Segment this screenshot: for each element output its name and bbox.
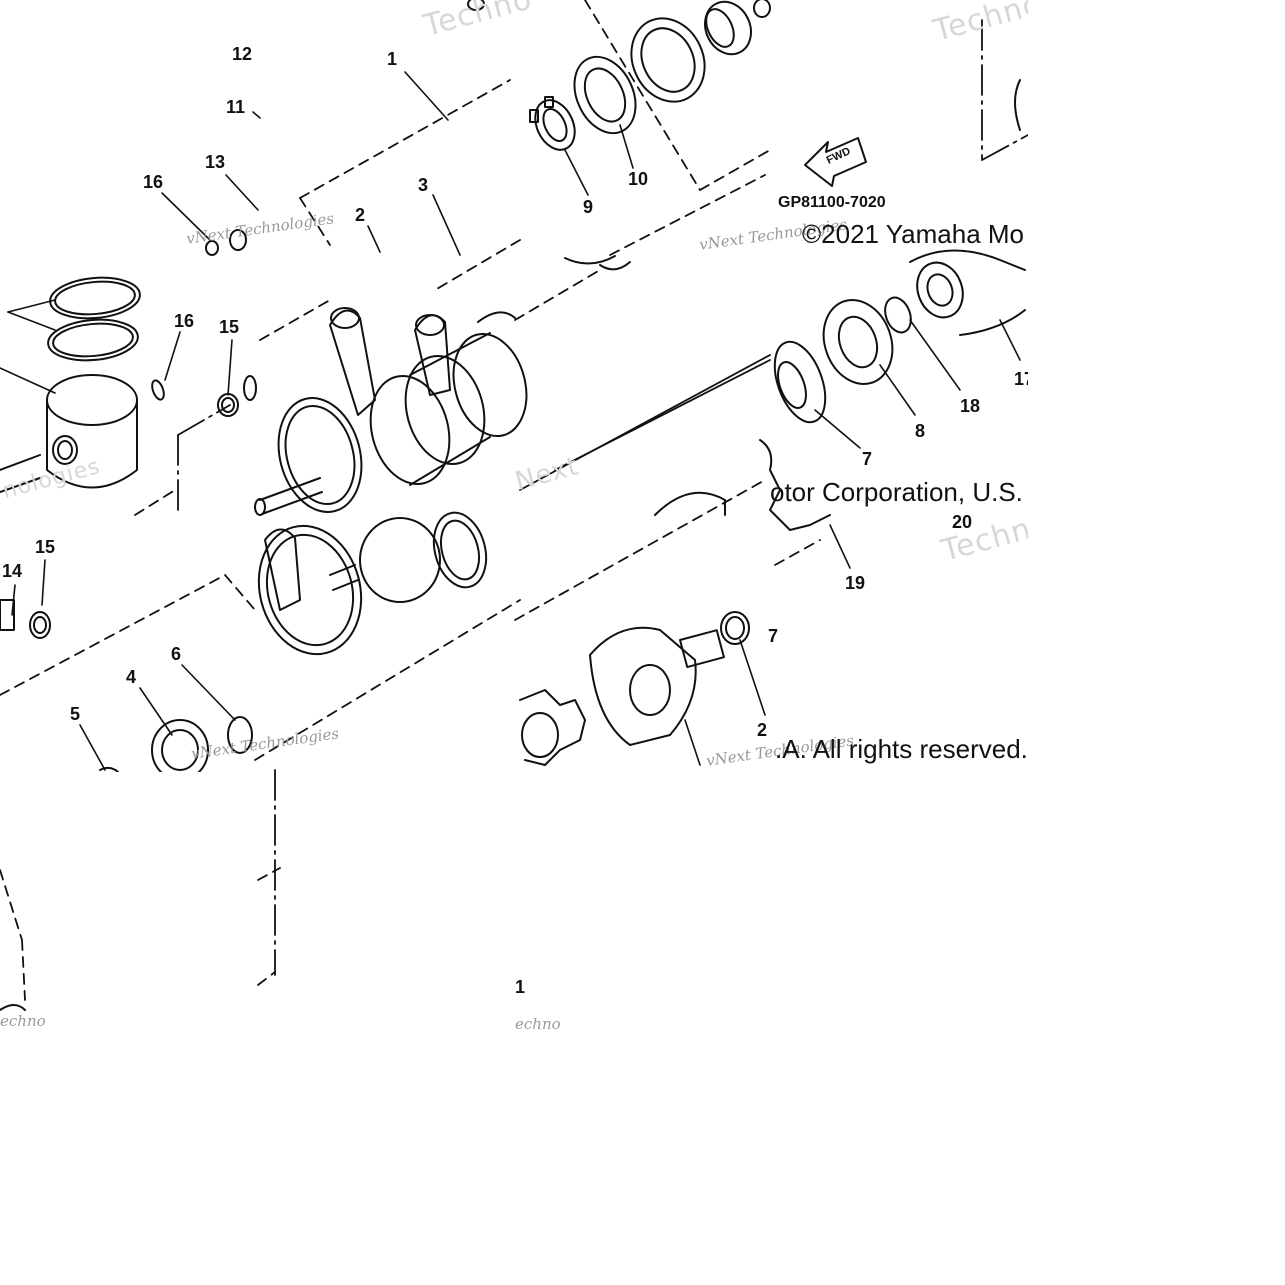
callout-16: 16 bbox=[174, 311, 195, 331]
callout-12: 12 bbox=[232, 44, 253, 64]
callout-3: 3 bbox=[418, 175, 429, 195]
crankshaft bbox=[254, 307, 528, 656]
frame-lines bbox=[177, 19, 1029, 976]
callout-5: 5 bbox=[70, 704, 81, 724]
callout-13: 13 bbox=[205, 152, 226, 172]
callout-2: 2 bbox=[757, 720, 768, 740]
callout-20: 20 bbox=[952, 512, 973, 532]
assembly-dashed-lines bbox=[0, 0, 821, 1001]
fwd-arrow-icon bbox=[804, 137, 867, 187]
shaft-lines bbox=[519, 354, 771, 491]
watermark-small: echno bbox=[515, 1015, 561, 1033]
callout-11: 11 bbox=[226, 97, 246, 117]
bearing-stack-top bbox=[467, 0, 771, 151]
callout-1: 1 bbox=[515, 977, 526, 997]
callout-19: 19 bbox=[845, 573, 866, 593]
misc-fragments bbox=[0, 79, 1021, 1011]
callout-18: 18 bbox=[960, 396, 981, 416]
piston-group bbox=[0, 229, 257, 493]
callout-8: 8 bbox=[915, 421, 926, 441]
callout-10: 10 bbox=[628, 169, 649, 189]
callout-7: 7 bbox=[862, 449, 873, 469]
callout-15: 15 bbox=[35, 537, 56, 557]
diagram-code: GP81100-7020 bbox=[778, 194, 886, 211]
callout-2: 2 bbox=[355, 205, 366, 225]
callout-1: 1 bbox=[387, 49, 398, 69]
blank-tile bbox=[38, 772, 256, 862]
seal-collar-group bbox=[599, 249, 1026, 424]
callout-15: 15 bbox=[219, 317, 240, 337]
blank-tile bbox=[553, 772, 772, 977]
callout-9: 9 bbox=[583, 197, 594, 217]
leader-lines bbox=[0, 71, 1021, 771]
copyright-line-2: otor Corporation, U.S. bbox=[770, 477, 1023, 507]
callout-6: 6 bbox=[171, 644, 182, 664]
blank-tile bbox=[772, 772, 1028, 1030]
callout-16: 16 bbox=[143, 172, 164, 192]
watermark-small: echno bbox=[0, 1012, 46, 1030]
blank-margin-bottom bbox=[0, 1030, 1285, 1285]
coupler-group bbox=[519, 439, 831, 766]
callout-7: 7 bbox=[768, 626, 779, 646]
copyright-line-1: ©2021 Yamaha Mo bbox=[802, 219, 1025, 249]
copyright-line-3: .A. All rights reserved. bbox=[775, 734, 1028, 764]
callout-14: 14 bbox=[2, 561, 23, 581]
callout-4: 4 bbox=[126, 667, 137, 687]
